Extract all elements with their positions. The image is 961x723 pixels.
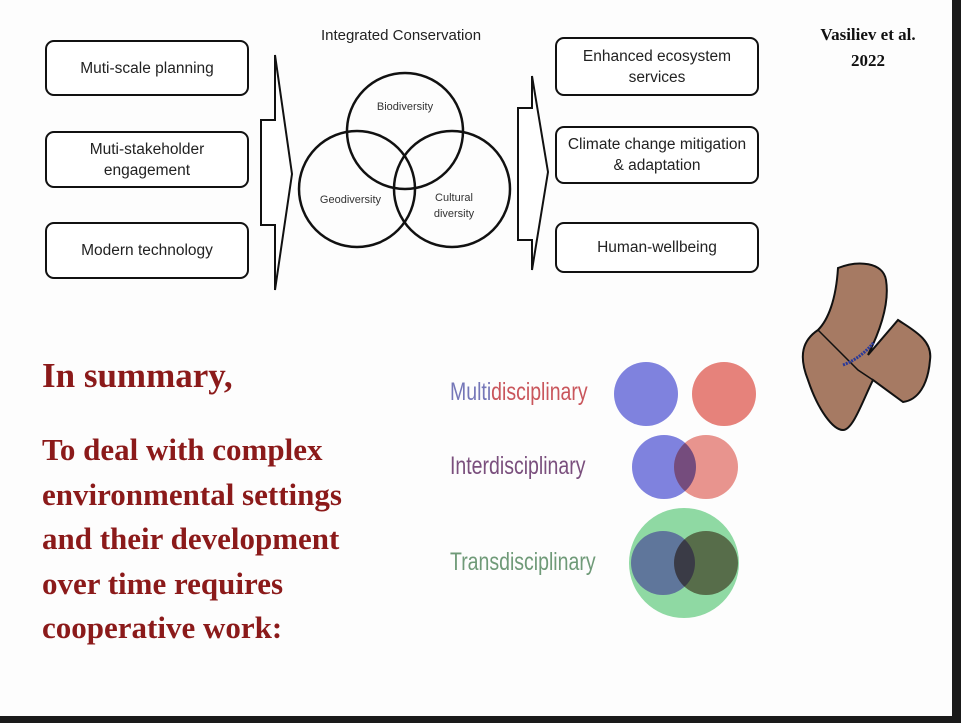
input-box-planning: Muti-scale planning bbox=[45, 40, 249, 96]
label-part: Multi bbox=[450, 378, 492, 406]
label-multidisciplinary: Multidisciplinary bbox=[450, 378, 588, 407]
box-label: Enhanced ecosystem services bbox=[582, 47, 732, 86]
venn-cultural-circle bbox=[392, 129, 512, 249]
venn-label-biodiversity: Biodiversity bbox=[376, 101, 434, 113]
input-box-stakeholder: Muti-stakeholder engagement bbox=[45, 131, 249, 188]
venn-geodiversity-circle bbox=[297, 129, 417, 249]
citation-authors: Vasiliev et al. bbox=[820, 25, 916, 44]
label-interdisciplinary: Interdisciplinary bbox=[450, 452, 586, 480]
output-box-wellbeing: Human-wellbeing bbox=[555, 222, 759, 273]
box-label: Muti-stakeholder engagement bbox=[89, 140, 205, 179]
right-arrow-icon bbox=[517, 75, 550, 271]
summary-heading: In summary, bbox=[42, 356, 233, 395]
citation: Vasiliev et al. 2022 bbox=[800, 22, 936, 74]
summary-line: over time requires bbox=[42, 565, 284, 601]
venn-label-cultural: Cultural diversity bbox=[433, 192, 475, 220]
summary-line: and their development bbox=[42, 521, 340, 556]
trans-red-circle bbox=[674, 531, 738, 595]
summary-body: To deal with complex environmental setti… bbox=[42, 428, 342, 651]
label-part: disciplinary bbox=[491, 378, 588, 406]
summary-line: cooperative work: bbox=[42, 610, 283, 645]
multi-red-circle bbox=[692, 362, 756, 426]
venn-label-geodiversity: Geodiversity bbox=[319, 194, 382, 206]
box-label: Modern technology bbox=[81, 242, 213, 259]
input-box-technology: Modern technology bbox=[45, 222, 249, 279]
venn-title: Integrated Conservation bbox=[320, 27, 482, 44]
box-label: Muti-scale planning bbox=[80, 59, 214, 77]
output-box-ecosystem: Enhanced ecosystem services bbox=[555, 37, 759, 96]
inter-red-circle bbox=[674, 435, 738, 499]
left-arrow-icon bbox=[260, 54, 294, 291]
box-label: Human-wellbeing bbox=[597, 239, 717, 256]
summary-line: To deal with complex bbox=[42, 432, 323, 467]
label-transdisciplinary: Transdisciplinary bbox=[450, 548, 596, 576]
discipline-diagrams bbox=[614, 362, 756, 618]
box-label: Climate change mitigation & adaptation bbox=[567, 136, 747, 174]
output-box-climate: Climate change mitigation & adaptation bbox=[555, 126, 759, 184]
diagram-graphics bbox=[260, 54, 550, 291]
crossed-arms-illustration bbox=[801, 262, 932, 432]
summary-line: environmental settings bbox=[42, 476, 342, 512]
multi-blue-circle bbox=[614, 362, 678, 426]
citation-year: 2022 bbox=[851, 51, 885, 70]
